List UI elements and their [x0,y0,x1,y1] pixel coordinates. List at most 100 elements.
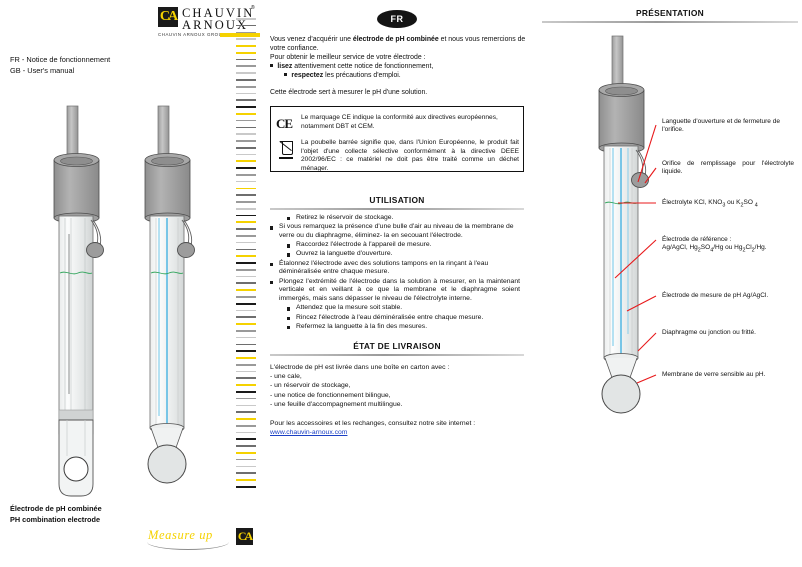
crossed-out-wheeled-bin-icon [270,141,294,163]
callout-reference-electrode: Électrode de référence :Ag/AgCl, Hg2SO4/… [662,236,794,255]
decorative-dash [236,329,256,332]
decorative-dash [236,465,256,468]
decorative-dash [236,194,256,196]
decorative-dash [236,146,256,149]
ce-notice-text: Le marquage CE indique la conformité aux… [301,114,498,130]
section-rule-utilisation [270,208,524,211]
decorative-dash [236,133,256,135]
intro-bullet1-bold: lisez [277,63,293,71]
decorative-dash [236,479,256,481]
decorative-dash [236,363,256,366]
callout-electrolyte-text: Électrolyte KCl, KNO3 ou K2SO 4 [662,199,758,209]
intro-bullet2-rest: les précautions d'emploi. [323,72,401,80]
decorative-dash [236,65,256,68]
brand-group-line: CHAUVIN ARNOUX GROUP [158,32,226,37]
intro-paragraph-block: Vous venez d'acquérir une électrode de p… [270,35,532,98]
decorative-dash [236,18,256,20]
cover-language-list: FR - Notice de fonctionnement GB - User'… [10,55,110,76]
callout-measurement-electrode: Électrode de mesure de pH Ag/AgCl. [662,292,794,300]
decorative-dash [236,411,256,413]
decorative-dash [236,316,256,319]
decorative-dash [236,404,256,407]
decorative-dash [236,282,256,285]
cover-caption-fr: Électrode de pH combinée [10,504,102,513]
ca-monogram-glyph: CA [159,9,178,24]
decorative-dash [236,350,256,352]
decorative-dash [236,431,256,434]
livraison-intro: L'électrode de pH est livrée dans une bo… [270,364,450,371]
decorative-dash [236,296,256,298]
bullet-square-icon [284,72,288,77]
decorative-dash [236,309,256,312]
callout-languette: Languette d'ouverture et de fermeture de… [662,118,794,135]
decorative-dash [236,268,256,271]
decorative-dash [236,397,256,400]
decorative-dash [236,24,256,27]
decorative-dash [236,187,256,190]
brand-logo: CA CHAUVIN ® ARNOUX CHAUVIN ARNOUX GROUP [158,5,260,42]
callout-orifice-text: Orifice de remplissage pour l'électrolyt… [662,160,794,176]
decorative-dash [236,275,256,278]
utilisation-steps-list: Retirez le réservoir de stockage.Si vous… [270,214,526,332]
decorative-dash [236,424,256,427]
decorative-dash [236,106,256,108]
decorative-dash [236,153,256,156]
decorative-dash [236,112,256,115]
intro-line1-bold: électrode de pH combinée [352,36,439,43]
callout-reference-text: Électrode de référence :Ag/AgCl, Hg2SO4/… [662,236,767,254]
utilisation-step: Raccordez l'électrode à l'appareil de me… [270,241,526,250]
livraison-item: - un réservoir de stockage, [270,382,351,390]
decorative-dash [236,228,256,230]
utilisation-step: Rincez l'électrode à l'eau déminéralisée… [270,314,526,323]
decorative-dash [236,38,256,41]
decorative-dash [236,445,256,447]
decorative-dash [236,336,256,339]
intro-line1-pre: Vous venez d'acquérir une [270,36,353,43]
footer-logo-icon: CA [236,528,253,545]
livraison-item: - une notice de fonctionnement bilingue, [270,391,391,399]
livraison-items-list: - une cale,- un réservoir de stockage,- … [270,372,526,409]
decorative-dash [236,221,256,224]
decorative-dash [236,180,256,183]
bullet-square-icon [270,63,274,68]
utilisation-step: Plongez l'extrémité de l'électrode dans … [270,278,526,304]
ce-mark-icon: CE [276,116,293,131]
callout-diaphragm: Diaphragme ou jonction ou fritté. [662,329,794,337]
intro-bullet-2: respectez les précautions d'emploi. [270,71,532,80]
compliance-notice-box: CE Le marquage CE indique la conformité … [270,106,524,172]
decorative-dash [236,79,256,81]
decorative-dash [236,458,256,461]
accessories-block: Pour les accessoires et les rechanges, c… [270,419,526,437]
french-text-column: FR Vous venez d'acquérir une électrode d… [262,0,540,567]
decorative-dash-column [236,18,256,516]
decorative-dash [236,384,256,386]
intro-line1-post: et nous vous remercions de votre confian… [270,36,526,53]
section-rule-presentation [542,21,798,24]
brand-name-line2: ARNOUX [182,18,249,32]
company-website-link[interactable]: www.chauvin-arnoux.com [270,429,348,437]
section-title-livraison: ÉTAT DE LIVRAISON [353,341,441,351]
decorative-dash [236,390,256,393]
electrode-bare-bulb-illustration [144,105,195,484]
callout-orifice: Orifice de remplissage pour l'électrolyt… [662,160,794,177]
decorative-dash [236,357,256,359]
bin-lid [280,141,293,143]
decorative-dash [236,377,256,380]
decorative-dash [236,160,256,163]
decorative-dash [236,241,256,244]
callout-diaphragme-text: Diaphragme ou jonction ou fritté. [662,329,756,336]
intro-bullet-1: lisez attentivement cette notice de fonc… [270,62,532,71]
cover-language-gb: GB - User's manual [10,65,75,75]
decorative-dash [236,323,256,325]
decorative-dash [236,85,256,88]
utilisation-step: Si vous remarquez la présence d'une bull… [270,223,526,241]
language-badge-fr: FR [377,10,417,28]
callout-glass-membrane: Membrane de verre sensible au pH. [662,371,794,379]
decorative-dash [236,51,256,54]
decorative-dash [236,235,256,237]
intro-line2: Pour obtenir le meilleur service de votr… [270,54,426,62]
decorative-dash [236,418,256,420]
decorative-dash [236,262,256,264]
bin-underline-bar [279,157,293,160]
